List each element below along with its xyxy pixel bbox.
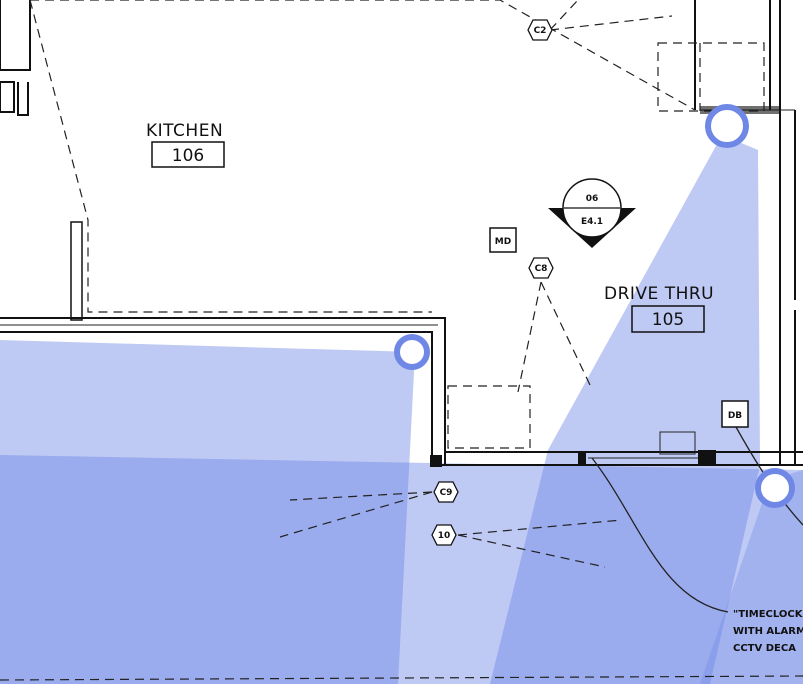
wall-stub-left-2 (17, 82, 29, 116)
camera-tag-c10: 10 (431, 524, 457, 546)
kitchen-boundary-dashed (29, 0, 432, 313)
camera-tag-c9: C9 (433, 481, 459, 503)
wall-corner-block (430, 455, 442, 467)
svg-text:C8: C8 (535, 264, 548, 274)
wall-top-right (694, 0, 781, 110)
window-jamb-right (698, 450, 716, 466)
view-c2 (549, 0, 673, 31)
kitchen-top-dashed (30, 0, 696, 111)
camera-view-lines (279, 0, 673, 568)
section-marker-icon: 06 E4.1 (548, 178, 636, 248)
svg-text:C2: C2 (534, 26, 547, 36)
camera-coverage-layer (0, 135, 803, 684)
camera-icons (394, 104, 795, 508)
timeclock-note: "TIMECLOCK WITH ALARM CCTV DECA (733, 609, 803, 654)
note-line-3: CCTV DECA (733, 643, 796, 654)
view-c10 (457, 519, 623, 568)
section-sheet: E4.1 (581, 217, 603, 227)
coverage-cone-kitchen-wall (0, 340, 415, 684)
svg-text:DB: DB (728, 411, 742, 421)
svg-text:C9: C9 (440, 488, 453, 498)
svg-text:MD: MD (495, 237, 511, 247)
wall-top-left (0, 0, 31, 71)
camera-coverage-icon-east (755, 468, 795, 508)
room-name-drive-thru: DRIVE THRU (604, 284, 714, 304)
window-jamb-left (578, 452, 586, 466)
room-label-drive-thru: DRIVE THRU 105 (604, 284, 714, 333)
room-number-kitchen: 106 (172, 146, 204, 166)
view-c9 (279, 491, 433, 538)
equipment-outline (447, 385, 531, 449)
wall-kitchen-south-inner (0, 331, 433, 465)
section-number: 06 (586, 194, 599, 204)
room-number-box-kitchen (151, 141, 225, 168)
note-line-2: WITH ALARM (733, 626, 803, 637)
note-leader (591, 457, 729, 613)
room-number-box-drive-thru (631, 305, 705, 333)
view-c8 (517, 281, 591, 393)
hood-outline (657, 42, 765, 112)
device-tag-db: DB (721, 400, 749, 428)
camera-tag-c8: C8 (528, 257, 554, 279)
room-name-kitchen: KITCHEN (146, 121, 223, 141)
coverage-cone-drive-thru (490, 135, 760, 684)
note-line-1: "TIMECLOCK (733, 609, 803, 620)
room-number-drive-thru: 105 (652, 310, 684, 330)
device-tag-md: MD (489, 227, 517, 253)
pilaster (70, 221, 83, 321)
camera-tag-c2: C2 (527, 19, 553, 41)
counter-device (659, 431, 696, 455)
wall-kitchen-south (0, 317, 446, 465)
walls (0, 0, 803, 467)
coverage-cone-east (700, 470, 803, 684)
wall-stub-left (0, 81, 15, 113)
room-label-kitchen: KITCHEN 106 (146, 121, 225, 168)
camera-coverage-icon-kitchen (394, 334, 430, 370)
svg-text:10: 10 (438, 531, 451, 541)
coverage-cone-lower (0, 455, 803, 684)
camera-coverage-icon-drive-thru (705, 104, 749, 148)
